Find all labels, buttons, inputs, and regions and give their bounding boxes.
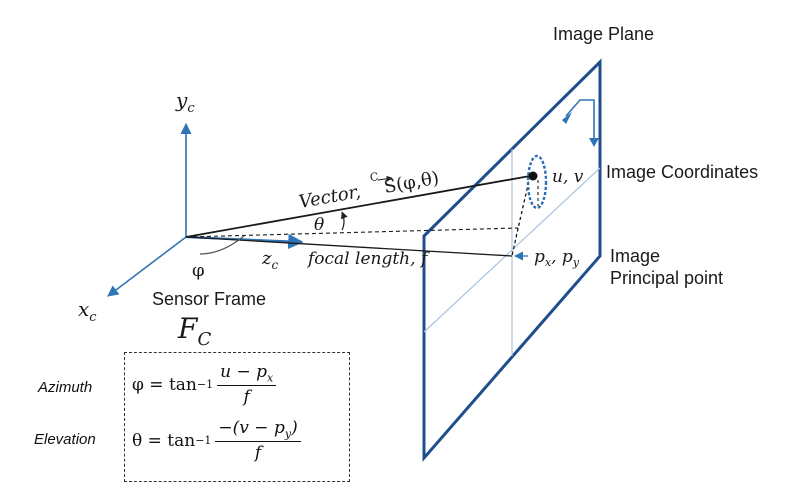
formula-box: [124, 352, 350, 482]
sensor-frame-label: Sensor Frame: [152, 289, 266, 309]
image-coordinates-label: Image Coordinates: [606, 162, 758, 182]
uv-label: u, v: [552, 167, 584, 187]
elevation-exponent: −1: [195, 434, 212, 448]
z-axis-label: zc: [261, 248, 278, 272]
focal-length-label: focal length, f: [306, 249, 430, 269]
vector-line: [185, 175, 531, 238]
elevation-lhs: θ = tan: [132, 430, 196, 451]
theta-arc: [341, 211, 348, 231]
elevation-label: Elevation: [34, 431, 96, 448]
plane-rotation-arrowhead-a: [562, 112, 572, 124]
focal-line: [185, 236, 513, 257]
vector-overarrow: [377, 175, 393, 182]
phi-label: φ: [192, 260, 205, 281]
azimuth-fraction: u − px f: [217, 362, 277, 408]
image-principal-label-2: Principal point: [610, 268, 723, 288]
y-axis-label: yc: [175, 88, 195, 116]
projection-dashed: [185, 227, 519, 238]
theta-label: θ: [314, 215, 324, 235]
frame-symbol: FC: [177, 312, 211, 350]
plane-rotation-arrowhead-b: [589, 138, 599, 147]
image-plane: [422, 58, 602, 463]
plane-rotation-arrow: [565, 99, 595, 142]
azimuth-exponent: −1: [196, 378, 214, 392]
azimuth-lhs: φ = tan: [132, 374, 197, 395]
principal-dashed: [511, 227, 519, 257]
elevation-numerator: −(v − py): [215, 418, 301, 443]
elevation-denominator: f: [254, 443, 262, 464]
x-axis: [107, 236, 187, 297]
uv-point: [528, 171, 538, 181]
phi-arc: [199, 235, 245, 255]
azimuth-numerator: u − px: [217, 362, 277, 387]
azimuth-denominator: f: [243, 387, 250, 408]
x-axis-label: xc: [78, 297, 97, 325]
azimuth-formula: φ = tan−1 u − px f: [132, 362, 277, 408]
elevation-formula: θ = tan−1 −(v − py) f: [132, 418, 301, 463]
elevation-fraction: −(v − py) f: [215, 418, 301, 464]
image-principal-label-1: Image: [610, 246, 660, 266]
azimuth-label: Azimuth: [38, 379, 93, 396]
principal-point-label: px, py: [534, 247, 580, 269]
image-plane-label: Image Plane: [553, 24, 654, 44]
uv-highlight-ellipse: [526, 154, 548, 210]
